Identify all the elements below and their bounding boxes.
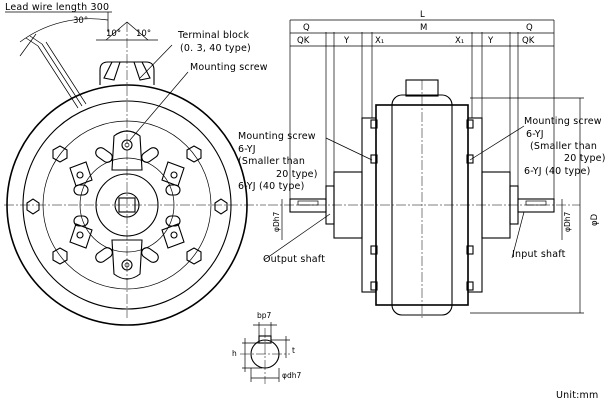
left-6yj-label: 6-YJ (238, 144, 256, 155)
dim-L: L (420, 10, 425, 20)
output-shaft (289, 198, 327, 213)
unit-label: Unit:mm (556, 390, 598, 401)
front-hex-bolts (26, 145, 228, 265)
radial-slots (73, 147, 181, 263)
front-view (4, 12, 266, 326)
dim-Dh7-right: φDh7 (563, 212, 572, 232)
terminal-block (99, 61, 155, 85)
mounting-screw-right-label: Mounting screw (524, 116, 602, 127)
right-6yj-label: 6-YJ (526, 129, 544, 140)
dim-Q-left: Q (303, 23, 310, 33)
right-6yj40-label: 6-YJ (40 type) (524, 166, 591, 177)
input-shaft-label: Input shaft (512, 249, 566, 260)
lead-wires (25, 35, 87, 109)
dim-M: M (420, 23, 427, 33)
mounting-screw-front-label: Mounting screw (190, 62, 268, 73)
outer-housing-circle (6, 84, 248, 326)
input-shaft (517, 198, 555, 213)
left-20type-label: 20 type) (276, 169, 318, 180)
left-6yj40-label: 6-YJ (40 type) (238, 181, 305, 192)
side-terminal-block (405, 79, 439, 97)
dim-Q-right: Q (526, 23, 533, 33)
terminal-block-label: Terminal block (177, 30, 249, 41)
dim-Dh7-left: φDh7 (272, 212, 281, 232)
left-smaller-label: (Smaller than (238, 156, 305, 167)
side-view (263, 19, 584, 320)
dim-D: φD (590, 213, 600, 226)
dim-QK-left: QK (297, 36, 310, 46)
dim-Y-left: Y (343, 36, 350, 46)
dim-QK-right: QK (522, 36, 535, 46)
angle-30-label: 30° (73, 16, 88, 26)
dim-dh7: φdh7 (282, 371, 301, 380)
angle-10-left-label: 10° (106, 29, 121, 39)
dim-t: t (292, 346, 295, 355)
keyway-detail (240, 322, 290, 384)
right-smaller-label: (Smaller than (530, 141, 597, 152)
dim-X1-left: X₁ (375, 36, 384, 46)
dim-h: h (232, 349, 237, 358)
lead-wire-label: Lead wire length 300 (5, 2, 109, 13)
dim-X1-right: X₁ (455, 36, 464, 46)
output-shaft-label: Output shaft (263, 254, 325, 265)
mounting-screw-left-label: Mounting screw (238, 131, 316, 142)
angle-10-right-label: 10° (136, 29, 151, 39)
terminal-block-types-label: (0. 3, 40 type) (180, 43, 251, 54)
right-20type-label: 20 type) (564, 153, 606, 164)
dim-Y-right: Y (487, 36, 494, 46)
dim-bp7: bp7 (257, 311, 272, 320)
